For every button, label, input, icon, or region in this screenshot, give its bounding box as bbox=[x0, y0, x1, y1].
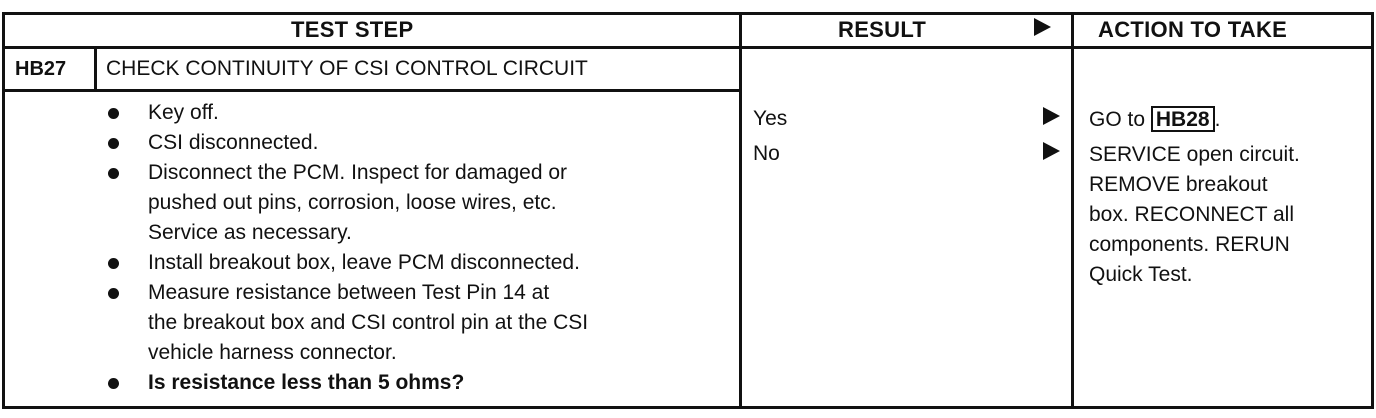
bullet-icon bbox=[108, 108, 119, 119]
action-no: SERVICE open circuit. REMOVE breakout bo… bbox=[1089, 140, 1300, 290]
bullet-icon bbox=[108, 258, 119, 269]
action-yes-prefix: GO to bbox=[1089, 108, 1146, 131]
bullet-item: Key off. bbox=[148, 98, 219, 128]
bullet-line: the breakout box and CSI control pin at … bbox=[148, 311, 589, 334]
result-action-divider bbox=[1071, 12, 1074, 409]
bullet-line: Is resistance less than 5 ohms? bbox=[148, 371, 465, 394]
bullet-line: pushed out pins, corrosion, loose wires,… bbox=[148, 191, 557, 214]
test-step-result-divider bbox=[739, 12, 742, 409]
bullet-line: vehicle harness connector. bbox=[148, 341, 397, 364]
bullet-line: Measure resistance between Test Pin 14 a… bbox=[148, 281, 550, 304]
action-yes: GO to HB28. bbox=[1089, 106, 1220, 132]
bullet-item: Is resistance less than 5 ohms? bbox=[148, 368, 464, 398]
bullet-item: Disconnect the PCM. Inspect for damaged … bbox=[148, 158, 567, 248]
bullet-line: Install breakout box, leave PCM disconne… bbox=[148, 251, 580, 274]
bullet-icon bbox=[108, 168, 119, 179]
step-ref-hb28: HB28 bbox=[1150, 106, 1215, 132]
header-bottom-rule bbox=[2, 46, 1374, 49]
table-bottom-border bbox=[2, 406, 1374, 409]
header-action: ACTION TO TAKE bbox=[1098, 17, 1288, 42]
table-top-border bbox=[2, 12, 1374, 15]
action-no-line: SERVICE open circuit. bbox=[1089, 143, 1300, 166]
step-title-rule bbox=[2, 89, 740, 92]
result-yes-arrow-icon bbox=[1043, 107, 1060, 125]
bullet-icon bbox=[108, 138, 119, 149]
left-border bbox=[2, 12, 5, 409]
bullet-line: Disconnect the PCM. Inspect for damaged … bbox=[148, 161, 568, 184]
step-title: CHECK CONTINUITY OF CSI CONTROL CIRCUIT bbox=[106, 57, 588, 80]
bullet-item: CSI disconnected. bbox=[148, 128, 318, 158]
result-yes: Yes bbox=[753, 107, 788, 130]
action-no-line: Quick Test. bbox=[1089, 263, 1193, 286]
header-arrow-icon bbox=[1034, 18, 1051, 36]
result-no-arrow-icon bbox=[1043, 142, 1060, 160]
right-border bbox=[1371, 12, 1374, 409]
header-test-step: TEST STEP bbox=[291, 17, 414, 42]
bullet-line: Key off. bbox=[148, 101, 219, 124]
bullet-item: Measure resistance between Test Pin 14 a… bbox=[148, 278, 588, 368]
bullet-line: Service as necessary. bbox=[148, 221, 352, 244]
bullet-icon bbox=[108, 288, 119, 299]
action-no-line: REMOVE breakout bbox=[1089, 173, 1268, 196]
step-id: HB27 bbox=[15, 58, 67, 80]
step-id-divider bbox=[94, 46, 97, 91]
bullet-icon bbox=[108, 378, 119, 389]
bullet-item: Install breakout box, leave PCM disconne… bbox=[148, 248, 580, 278]
action-yes-suffix: . bbox=[1214, 108, 1221, 131]
action-no-line: box. RECONNECT all bbox=[1089, 203, 1294, 226]
bullet-line: CSI disconnected. bbox=[148, 131, 319, 154]
action-no-line: components. RERUN bbox=[1089, 233, 1290, 256]
result-no: No bbox=[753, 142, 780, 165]
header-result: RESULT bbox=[838, 17, 927, 42]
